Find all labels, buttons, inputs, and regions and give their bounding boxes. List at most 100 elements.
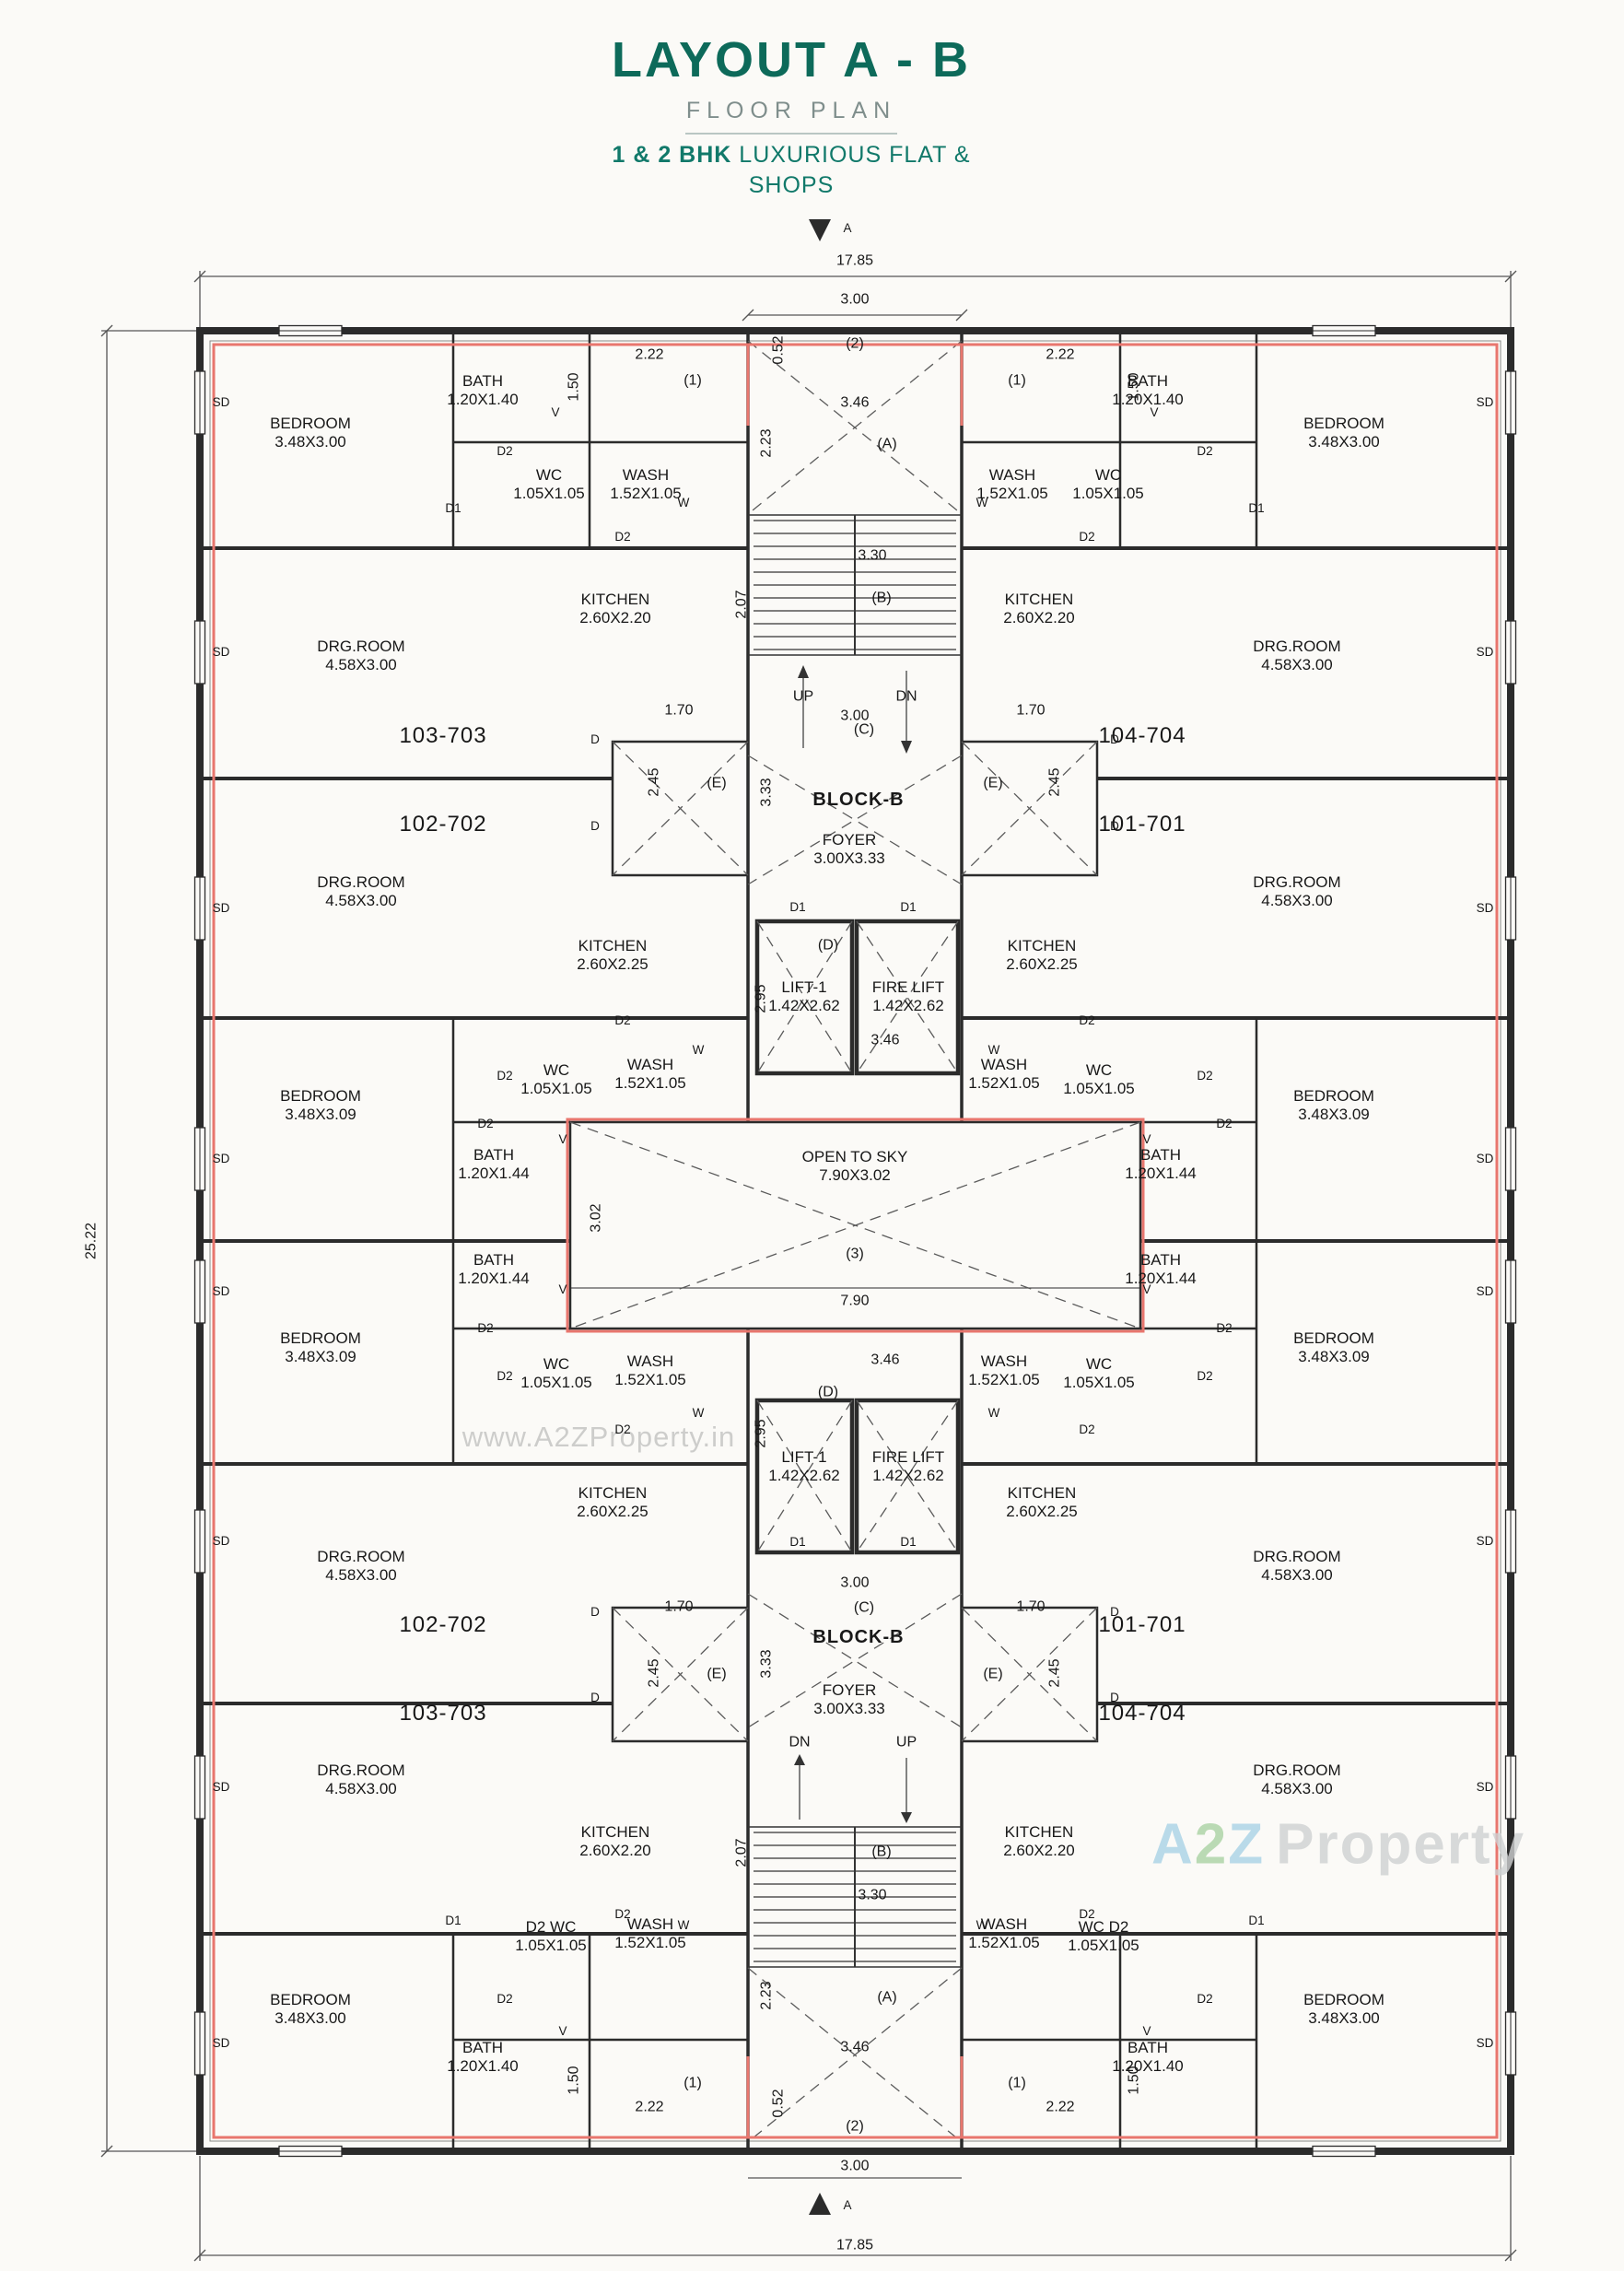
label-wc: WC 1.05X1.05 xyxy=(513,465,585,502)
label-sd: SD xyxy=(212,1534,230,1549)
label-1-70: 1.70 xyxy=(1016,702,1046,719)
label-d: D xyxy=(1110,1691,1119,1705)
label-sd: SD xyxy=(212,1780,230,1795)
label-fire-lift: FIRE LIFT 1.42X2.62 xyxy=(871,977,945,1014)
label-sd: SD xyxy=(212,395,230,410)
label-3-46: 3.46 xyxy=(870,1352,900,1368)
label-2-95: 2.95 xyxy=(753,984,769,1013)
label-3-00: 3.00 xyxy=(840,708,870,724)
label-bath: BATH 1.20X1.44 xyxy=(458,1250,530,1287)
watermark-logo-z: Z xyxy=(1228,1812,1266,1877)
label-wash: WASH 1.52X1.05 xyxy=(614,1352,686,1388)
label-block-b: BLOCK-B xyxy=(812,1627,905,1648)
label-wash: WASH 1.52X1.05 xyxy=(610,465,682,502)
watermark-logo-property: Property xyxy=(1276,1812,1526,1877)
label-2-45: 2.45 xyxy=(646,1658,662,1688)
label-wc: WC 1.05X1.05 xyxy=(520,1060,592,1097)
section-marker-arrows xyxy=(809,219,831,2215)
label-v: V xyxy=(558,2024,567,2039)
page-title: LAYOUT A - B xyxy=(611,32,971,88)
label-3-46: 3.46 xyxy=(840,394,870,411)
watermark-url: www.A2ZProperty.in xyxy=(461,1421,736,1453)
label-bedroom: BEDROOM 3.48X3.09 xyxy=(280,1329,361,1365)
label-wc: WC 1.05X1.05 xyxy=(1072,465,1144,502)
label-2-45: 2.45 xyxy=(1046,1658,1063,1688)
label-2-23: 2.23 xyxy=(758,1981,775,2010)
label-kitchen: KITCHEN 2.60X2.20 xyxy=(1003,590,1075,626)
label-bedroom: BEDROOM 3.48X3.09 xyxy=(280,1086,361,1123)
label-d1: D1 xyxy=(900,900,917,915)
label-b: (B) xyxy=(871,1844,892,1860)
label-sd: SD xyxy=(212,1152,230,1166)
label-d: D xyxy=(1110,819,1119,834)
label-d2: D2 xyxy=(1197,1992,1213,2007)
red-boundary xyxy=(212,343,1499,2139)
label-2-22: 2.22 xyxy=(635,346,664,363)
stairs xyxy=(748,514,962,1968)
dashed-cross-lines xyxy=(569,340,1141,2143)
label-dn: DN xyxy=(895,688,917,705)
label-101-701: 101-701 xyxy=(1098,1611,1186,1637)
label-drg-room: DRG.ROOM 4.58X3.00 xyxy=(317,872,405,909)
label-bedroom: BEDROOM 3.48X3.09 xyxy=(1293,1329,1374,1365)
description-line1: 1 & 2 BHK LUXURIOUS FLAT & xyxy=(469,142,1114,169)
label-103-703: 103-703 xyxy=(399,1700,487,1726)
label-wc: WC 1.05X1.05 xyxy=(1063,1060,1135,1097)
label-7-90: 7.90 xyxy=(840,1293,870,1309)
label-w: W xyxy=(987,1406,1000,1421)
label-drg-room: DRG.ROOM 4.58X3.00 xyxy=(317,637,405,673)
label-d: D xyxy=(590,1691,600,1705)
label-d1: D1 xyxy=(445,501,461,516)
label-d2: D2 xyxy=(1197,444,1213,459)
label-bath: BATH 1.20X1.44 xyxy=(1125,1145,1197,1182)
label-sd: SD xyxy=(1476,645,1494,660)
label-3-30: 3.30 xyxy=(858,547,887,564)
label-1-70: 1.70 xyxy=(664,702,694,719)
label-kitchen: KITCHEN 2.60X2.20 xyxy=(579,590,651,626)
label-wc: WC 1.05X1.05 xyxy=(520,1354,592,1391)
label-3-00: 3.00 xyxy=(840,2158,870,2174)
label-block-b: BLOCK-B xyxy=(812,790,905,811)
label-d2: D2 xyxy=(614,1013,631,1028)
label-kitchen: KITCHEN 2.60X2.20 xyxy=(1003,1822,1075,1859)
label-d: D xyxy=(590,819,600,834)
label-d2: D2 xyxy=(1079,1907,1095,1922)
label-bedroom: BEDROOM 3.48X3.00 xyxy=(270,1990,351,2027)
label-2-22: 2.22 xyxy=(1046,2099,1075,2115)
label-d2: D2 xyxy=(614,1907,631,1922)
label-bedroom: BEDROOM 3.48X3.00 xyxy=(270,414,351,451)
label-sd: SD xyxy=(1476,395,1494,410)
label-c: (C) xyxy=(853,1599,875,1616)
label-104-704: 104-704 xyxy=(1098,722,1186,748)
label-a: A xyxy=(843,2198,852,2213)
label-w: W xyxy=(677,1918,690,1933)
label-w: W xyxy=(987,1043,1000,1058)
label-drg-room: DRG.ROOM 4.58X3.00 xyxy=(1253,1761,1341,1797)
label-3-46: 3.46 xyxy=(870,1032,900,1048)
label-3-00: 3.00 xyxy=(840,1574,870,1591)
label-drg-room: DRG.ROOM 4.58X3.00 xyxy=(317,1547,405,1584)
label-bath: BATH 1.20X1.44 xyxy=(1125,1250,1197,1287)
label-w: W xyxy=(692,1043,705,1058)
label-2-45: 2.45 xyxy=(1046,767,1063,797)
label-2: (2) xyxy=(846,2118,864,2135)
label-foyer: FOYER 3.00X3.33 xyxy=(813,1680,885,1717)
label-2-07: 2.07 xyxy=(733,1838,750,1867)
label-d2: D2 xyxy=(1197,1369,1213,1384)
label-sd: SD xyxy=(1476,1534,1494,1549)
label-2-22: 2.22 xyxy=(1046,346,1075,363)
label-lift-1: LIFT-1 1.42X2.62 xyxy=(768,977,840,1014)
label-up: UP xyxy=(895,1734,917,1750)
label-v: V xyxy=(558,1282,567,1297)
label-a: (A) xyxy=(877,1989,897,2006)
label-d2: D2 xyxy=(497,1992,513,2007)
label-w: W xyxy=(976,1918,988,1933)
label-fire-lift: FIRE LIFT 1.42X2.62 xyxy=(871,1447,945,1484)
label-bedroom: BEDROOM 3.48X3.09 xyxy=(1293,1086,1374,1123)
label-3: (3) xyxy=(846,1246,864,1262)
label-wash: WASH 1.52X1.05 xyxy=(614,1055,686,1092)
label-wc: WC 1.05X1.05 xyxy=(1063,1354,1135,1391)
label-bath: BATH 1.20X1.40 xyxy=(1112,2038,1184,2075)
